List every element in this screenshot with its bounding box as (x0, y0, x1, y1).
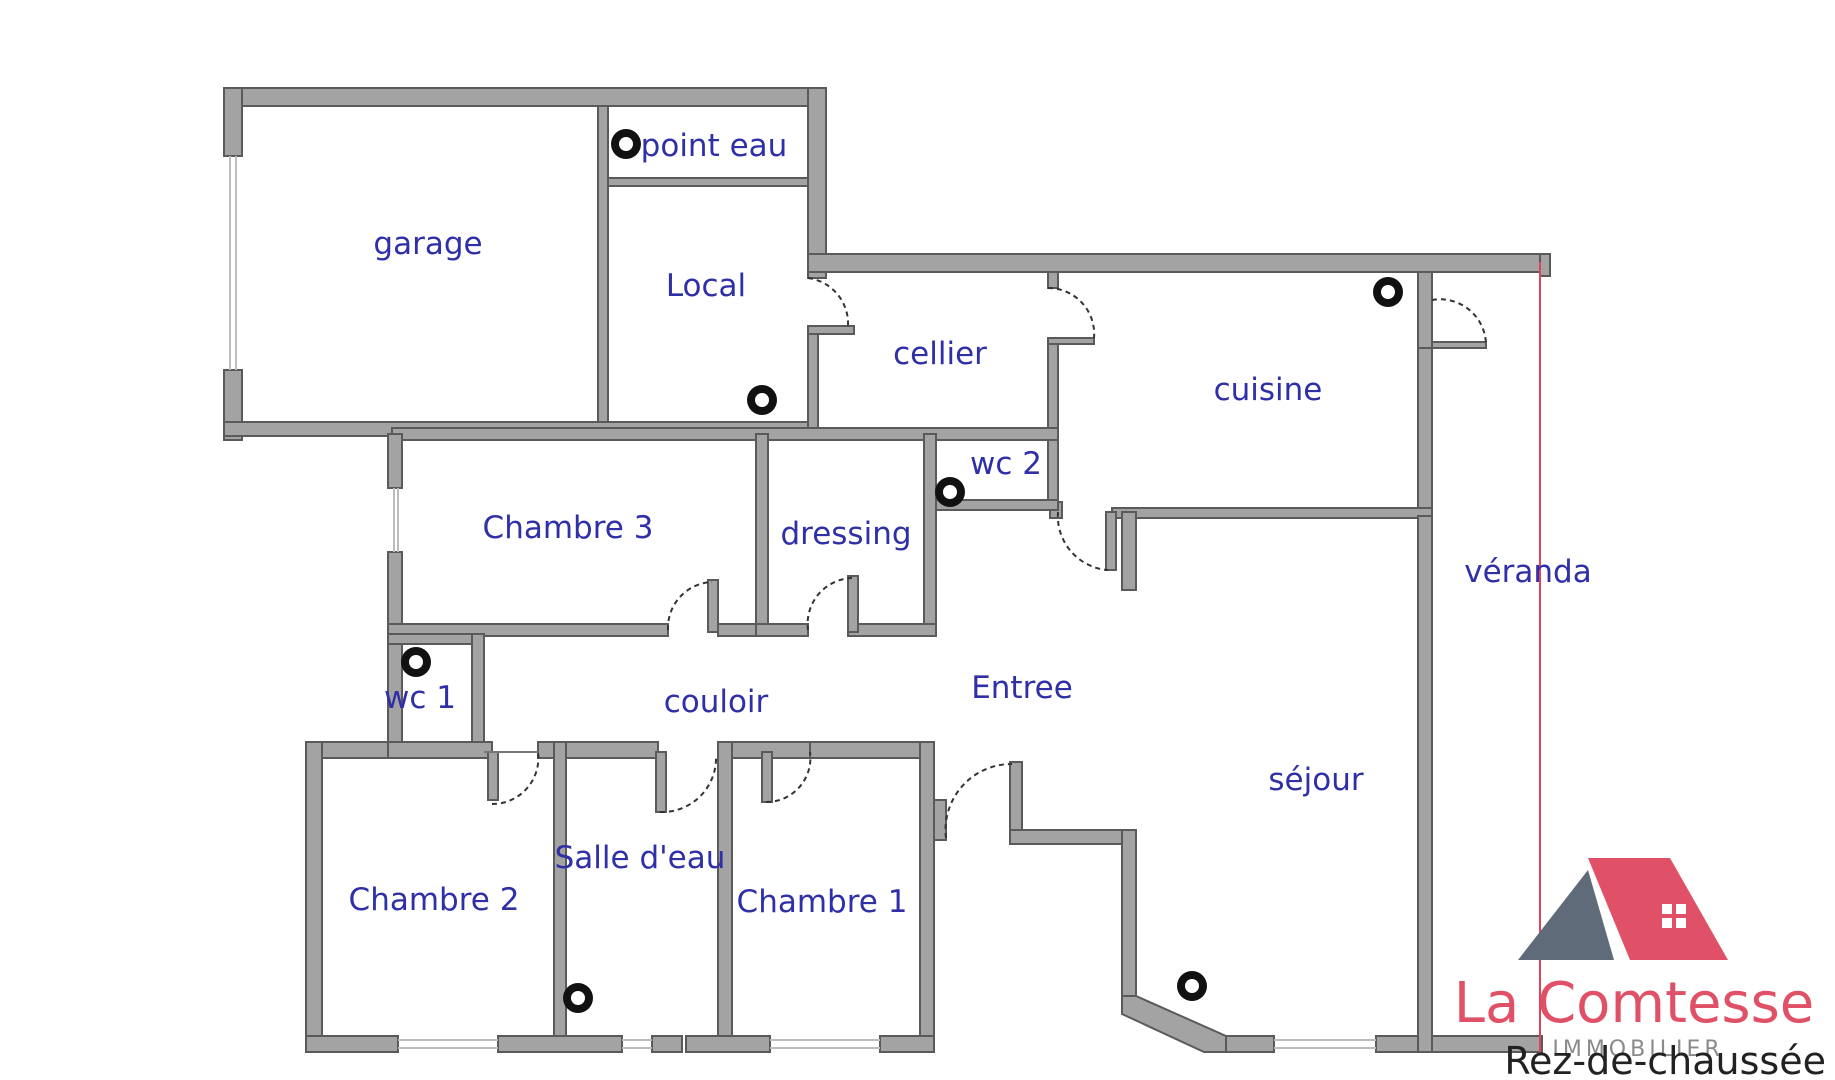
label-entree: Entree (971, 670, 1073, 706)
label-chambre1: Chambre 1 (737, 884, 908, 920)
label-cellier: cellier (893, 336, 987, 372)
label-wc2: wc 2 (970, 446, 1042, 482)
markers (401, 129, 1403, 1013)
marker-cuisine (1373, 277, 1403, 307)
label-veranda: véranda (1464, 554, 1591, 590)
marker-wc2 (935, 477, 965, 507)
marker-sejour (1177, 971, 1207, 1001)
label-chambre3: Chambre 3 (483, 510, 654, 546)
windows (229, 156, 1376, 1049)
label-sejour: séjour (1268, 762, 1363, 798)
label-point-eau: point eau (641, 128, 788, 164)
label-cuisine: cuisine (1214, 372, 1323, 408)
brand-name: La Comtesse (1454, 971, 1814, 1036)
walls (223, 87, 1551, 1053)
window-icon (1662, 904, 1686, 928)
marker-wc1 (401, 647, 431, 677)
label-couloir: couloir (664, 684, 769, 720)
marker-salle-eau (563, 983, 593, 1013)
roof-red-shape (1588, 858, 1728, 960)
label-wc1: wc 1 (384, 680, 456, 716)
marker-local (747, 385, 777, 415)
brand-logo: La Comtesse IMMOBILIER (1454, 858, 1814, 1062)
label-local: Local (666, 268, 746, 304)
label-dressing: dressing (780, 516, 911, 552)
doors (484, 277, 1488, 839)
room-labels: garage point eau Local cellier cuisine w… (349, 128, 1592, 920)
label-garage: garage (373, 226, 482, 262)
marker-point-eau (611, 129, 641, 159)
label-chambre2: Chambre 2 (349, 882, 520, 918)
brand-subtitle: IMMOBILIER (1552, 1037, 1723, 1062)
level-label: Rez-de-chaussée (1504, 1039, 1826, 1080)
roof-dark-shape (1518, 870, 1614, 960)
label-salle-eau: Salle d'eau (555, 840, 726, 876)
